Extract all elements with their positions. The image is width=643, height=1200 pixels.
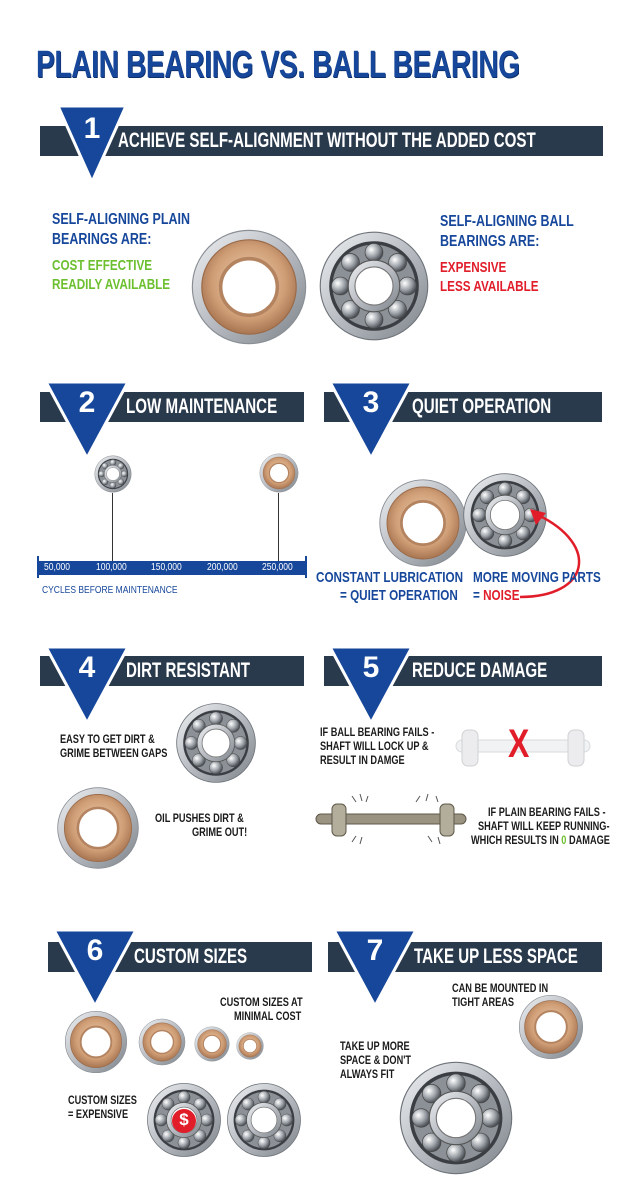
s1-ball-con1: EXPENSIVE (440, 259, 507, 276)
section-7-heading: TAKE UP LESS SPACE (414, 945, 578, 968)
locked-shaft-image (455, 729, 591, 767)
dollar-sign: $ (179, 1110, 189, 1129)
s6-plain-line2: MINIMAL COST (234, 1011, 302, 1023)
running-shaft-image (315, 793, 467, 845)
tick-label: 200,000 (207, 562, 238, 573)
ball-bearing-image (319, 231, 429, 341)
quiet-plain-bearing (378, 478, 468, 568)
compact-plain-bearing (518, 994, 584, 1060)
s5-plain-line3b: DAMAGE (568, 835, 610, 847)
page-title: PLAIN BEARING VS. BALL BEARING (36, 44, 520, 86)
s7-ball-line1: TAKE UP MORE (340, 1041, 410, 1053)
s3-ball-line1: MORE MOVING PARTS (473, 569, 601, 586)
section-7-number-badge: 7 (332, 928, 418, 1013)
small-plain-bearing (259, 453, 299, 493)
cycles-scale-bar (37, 561, 305, 575)
s1-ball-con2: LESS AVAILABLE (440, 278, 539, 295)
dirty-ball-bearing (176, 703, 256, 783)
small-ball-bearing (94, 455, 132, 493)
s5-ball-line1: IF BALL BEARING FAILS - (320, 727, 435, 739)
s6-ball-line1: CUSTOM SIZES (68, 1095, 137, 1107)
s4-ball-line1: EASY TO GET DIRT & (60, 734, 155, 746)
scale-endcap-left (37, 556, 39, 578)
section-6-heading: CUSTOM SIZES (134, 945, 248, 968)
section-3-heading: QUIET OPERATION (412, 395, 552, 418)
s7-plain-line1: CAN BE MOUNTED IN (452, 983, 549, 995)
plain-marker-line (278, 493, 279, 561)
section-3-number-badge: 3 (328, 380, 414, 465)
s5-plain-line1: IF PLAIN BEARING FAILS - (488, 807, 606, 819)
s3-plain-line2: = QUIET OPERATION (340, 587, 458, 604)
plain-bearing-tiny (236, 1032, 264, 1060)
scale-endcap-right (305, 556, 307, 578)
section-5-number-badge: 5 (328, 645, 414, 730)
section-5-number: 5 (362, 651, 380, 684)
tick-label: 100,000 (96, 562, 127, 573)
tick-label: 50,000 (44, 562, 71, 573)
s5-ball-line3: RESULT IN DAMGE (320, 755, 405, 767)
clean-plain-bearing (56, 786, 140, 870)
section-2-number-badge: 2 (44, 380, 130, 465)
section-4-number: 4 (78, 651, 96, 684)
s4-plain-line1: OIL PUSHES DIRT & (155, 813, 244, 825)
section-3-number: 3 (362, 386, 380, 419)
ball-marker-line (112, 493, 113, 561)
section-6-number-badge: 6 (52, 928, 138, 1013)
s6-plain-line1: CUSTOM SIZES AT (220, 997, 303, 1009)
section-2-heading: LOW MAINTENANCE (126, 395, 278, 418)
tick-label: 250,000 (262, 562, 293, 573)
s5-plain-line2: SHAFT WILL KEEP RUNNING- (478, 821, 610, 833)
bulky-ball-bearing (399, 1061, 513, 1175)
s1-plain-pro1: COST EFFECTIVE (52, 257, 153, 274)
noise-arrow (519, 509, 581, 599)
s7-plain-line2: TIGHT AREAS (452, 997, 515, 1009)
plain-bearing-image (190, 228, 308, 346)
section-1-number: 1 (83, 112, 101, 145)
s5-zero: 0 (561, 835, 567, 847)
s7-ball-line2: SPACE & DON'T (340, 1055, 412, 1067)
plain-bearing-small (194, 1026, 230, 1062)
s4-plain-line2: GRIME OUT! (192, 827, 248, 839)
standard-ball-bearing (227, 1083, 301, 1157)
s1-plain-line1: SELF-ALIGNING PLAIN (52, 211, 190, 228)
s5-plain-line3a: WHICH RESULTS IN (471, 835, 559, 847)
section-5-heading: REDUCE DAMAGE (412, 659, 548, 682)
section-6-number: 6 (86, 934, 104, 967)
s5-plain-line3: WHICH RESULTS IN 0 DAMAGE (471, 834, 610, 848)
s5-ball-line2: SHAFT WILL LOCK UP & (320, 741, 429, 753)
scale-caption: CYCLES BEFORE MAINTENANCE (42, 585, 178, 596)
s3-equals: = (473, 587, 480, 604)
s1-plain-pro2: READILY AVAILABLE (52, 276, 171, 293)
s1-ball-line2: BEARINGS ARE: (440, 233, 540, 250)
dollar-badge (172, 1109, 196, 1133)
section-2-number: 2 (78, 386, 96, 419)
s7-ball-line3: ALWAYS FIT (340, 1069, 395, 1081)
section-1-banner (40, 126, 603, 156)
s3-ball-line2: = NOISE (473, 586, 520, 605)
tick-label: 150,000 (151, 562, 182, 573)
s1-ball-line1: SELF-ALIGNING BALL (440, 213, 574, 230)
s6-ball-line2: = EXPENSIVE (68, 1109, 129, 1121)
section-1-heading: ACHIEVE SELF-ALIGNMENT WITHOUT THE ADDED… (118, 129, 536, 152)
section-4-heading: DIRT RESISTANT (126, 659, 251, 682)
failure-x-mark: X (508, 722, 530, 766)
s3-plain-line1: CONSTANT LUBRICATION (316, 569, 464, 586)
s4-ball-line2: GRIME BETWEEN GAPS (60, 748, 168, 760)
section-4-number-badge: 4 (44, 645, 130, 730)
plain-bearing-large (64, 1010, 128, 1074)
plain-bearing-medium (138, 1018, 186, 1066)
s1-plain-line2: BEARINGS ARE: (52, 231, 152, 248)
s3-noise: NOISE (483, 587, 520, 604)
section-1-number-badge: 1 (56, 104, 128, 189)
section-7-number: 7 (366, 934, 384, 967)
